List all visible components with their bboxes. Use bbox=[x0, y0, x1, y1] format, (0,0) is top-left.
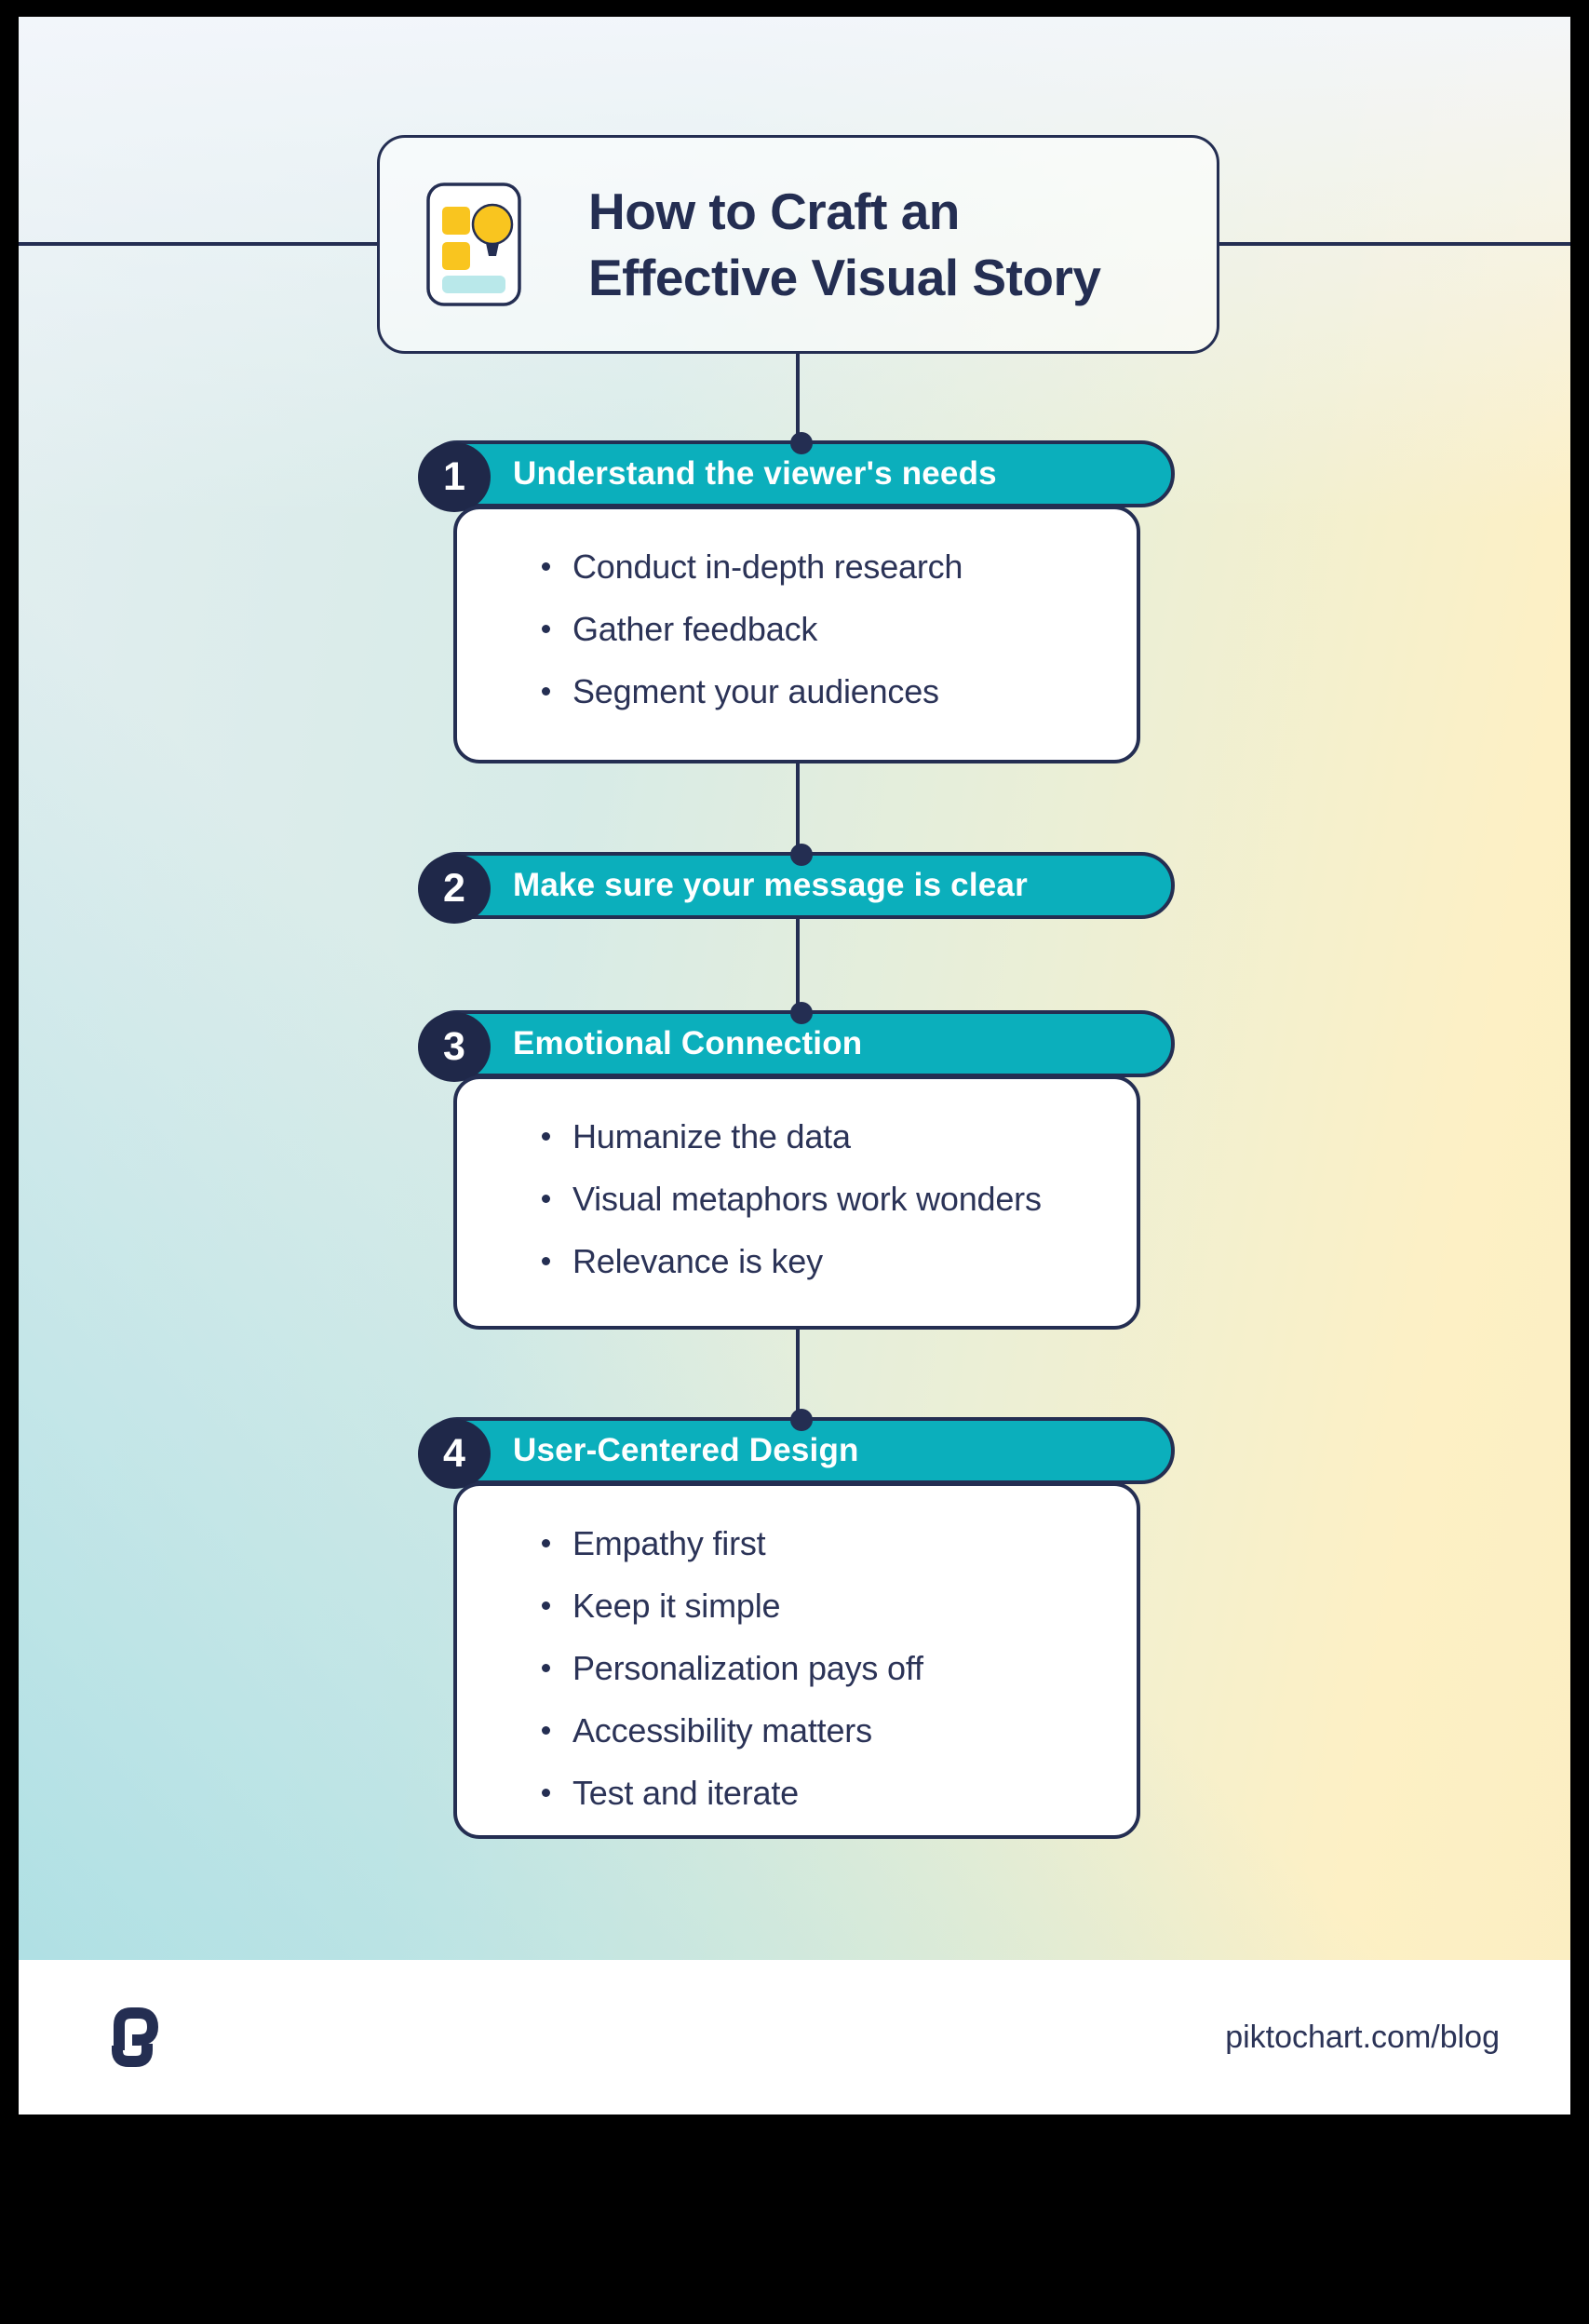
bullet-item: Keep it simple bbox=[457, 1574, 1137, 1637]
bullet-text: Conduct in-depth research bbox=[572, 547, 963, 586]
section-number: 1 bbox=[443, 454, 465, 499]
bullet-dot bbox=[542, 1601, 550, 1610]
bullet-item: Personalization pays off bbox=[457, 1637, 1137, 1699]
bullet-item: Humanize the data bbox=[457, 1105, 1137, 1168]
connector-dot bbox=[790, 1002, 813, 1024]
bullet-text: Test and iterate bbox=[572, 1773, 799, 1812]
section-header-pill: 3 Emotional Connection bbox=[418, 1002, 1175, 1082]
bullet-item: Visual metaphors work wonders bbox=[457, 1168, 1137, 1230]
bullet-dot bbox=[542, 1726, 550, 1735]
bullet-dot bbox=[542, 1539, 550, 1547]
section-header-pill: 2 Make sure your message is clear bbox=[418, 844, 1175, 924]
bullet-dot bbox=[542, 1789, 550, 1797]
bullet-item: Empathy first bbox=[457, 1512, 1137, 1574]
section-number-badge: 4 bbox=[418, 1419, 491, 1489]
bullet-text: Accessibility matters bbox=[572, 1710, 872, 1750]
page-title: How to Craft an Effective Visual Story bbox=[588, 179, 1101, 311]
bullet-item: Gather feedback bbox=[457, 598, 1137, 660]
section-heading: User-Centered Design bbox=[513, 1432, 859, 1468]
bullet-item: Conduct in-depth research bbox=[457, 535, 1137, 598]
bullet-text: Visual metaphors work wonders bbox=[572, 1179, 1042, 1218]
section-header-pill: 1 Understand the viewer's needs bbox=[418, 432, 1175, 512]
page-title-line2: Effective Visual Story bbox=[588, 248, 1101, 306]
section-number-badge: 1 bbox=[418, 442, 491, 512]
bullet-list: Conduct in-depth research Gather feedbac… bbox=[457, 535, 1137, 723]
section-heading: Emotional Connection bbox=[513, 1025, 863, 1061]
section-card: Conduct in-depth research Gather feedbac… bbox=[453, 506, 1140, 763]
connector-dot bbox=[790, 844, 813, 866]
bullet-text: Keep it simple bbox=[572, 1586, 781, 1625]
connector-line-vertical bbox=[796, 919, 800, 1013]
bullet-text: Personalization pays off bbox=[572, 1648, 923, 1687]
footer-url: piktochart.com/blog bbox=[1225, 2019, 1500, 2055]
bullet-list: Humanize the data Visual metaphors work … bbox=[457, 1105, 1137, 1292]
section-number: 3 bbox=[443, 1024, 465, 1069]
section-card: Empathy first Keep it simple Personaliza… bbox=[453, 1482, 1140, 1839]
connector-line-vertical bbox=[796, 762, 800, 855]
section-heading: Understand the viewer's needs bbox=[513, 455, 997, 492]
bullet-text: Humanize the data bbox=[572, 1116, 851, 1155]
bullet-dot bbox=[542, 1664, 550, 1672]
section-heading: Make sure your message is clear bbox=[513, 867, 1028, 903]
bullet-text: Empathy first bbox=[572, 1523, 766, 1562]
connector-line-left bbox=[19, 242, 377, 246]
section-number-badge: 2 bbox=[418, 854, 491, 924]
title-box: How to Craft an Effective Visual Story bbox=[377, 135, 1219, 354]
section-number-badge: 3 bbox=[418, 1012, 491, 1082]
bullet-text: Gather feedback bbox=[572, 609, 818, 648]
bullet-list: Empathy first Keep it simple Personaliza… bbox=[457, 1512, 1137, 1824]
footer-bar: piktochart.com/blog bbox=[19, 1960, 1570, 2115]
connector-line-vertical bbox=[796, 354, 800, 443]
bullet-dot bbox=[542, 687, 550, 696]
piktochart-logo-icon bbox=[112, 2007, 159, 2067]
bullet-dot bbox=[542, 562, 550, 571]
connector-dot bbox=[790, 432, 813, 454]
section-header-pill: 4 User-Centered Design bbox=[418, 1409, 1175, 1489]
section-card: Humanize the data Visual metaphors work … bbox=[453, 1075, 1140, 1330]
bullet-dot bbox=[542, 625, 550, 633]
bullet-text: Segment your audiences bbox=[572, 671, 939, 710]
bullet-dot bbox=[542, 1195, 550, 1203]
bullet-dot bbox=[542, 1132, 550, 1141]
page-title-line1: How to Craft an bbox=[588, 182, 960, 240]
bullet-item: Relevance is key bbox=[457, 1230, 1137, 1292]
lightbulb-chart-icon bbox=[426, 182, 521, 306]
connector-line-right bbox=[1219, 242, 1570, 246]
section-number: 2 bbox=[443, 866, 465, 911]
bullet-text: Relevance is key bbox=[572, 1241, 823, 1280]
bullet-dot bbox=[542, 1257, 550, 1265]
connector-line-vertical bbox=[796, 1328, 800, 1420]
bullet-item: Test and iterate bbox=[457, 1762, 1137, 1824]
infographic-canvas: How to Craft an Effective Visual Story 1… bbox=[19, 17, 1570, 2115]
bullet-item: Segment your audiences bbox=[457, 660, 1137, 723]
connector-dot bbox=[790, 1409, 813, 1431]
bullet-item: Accessibility matters bbox=[457, 1699, 1137, 1762]
section-number: 4 bbox=[443, 1431, 465, 1476]
